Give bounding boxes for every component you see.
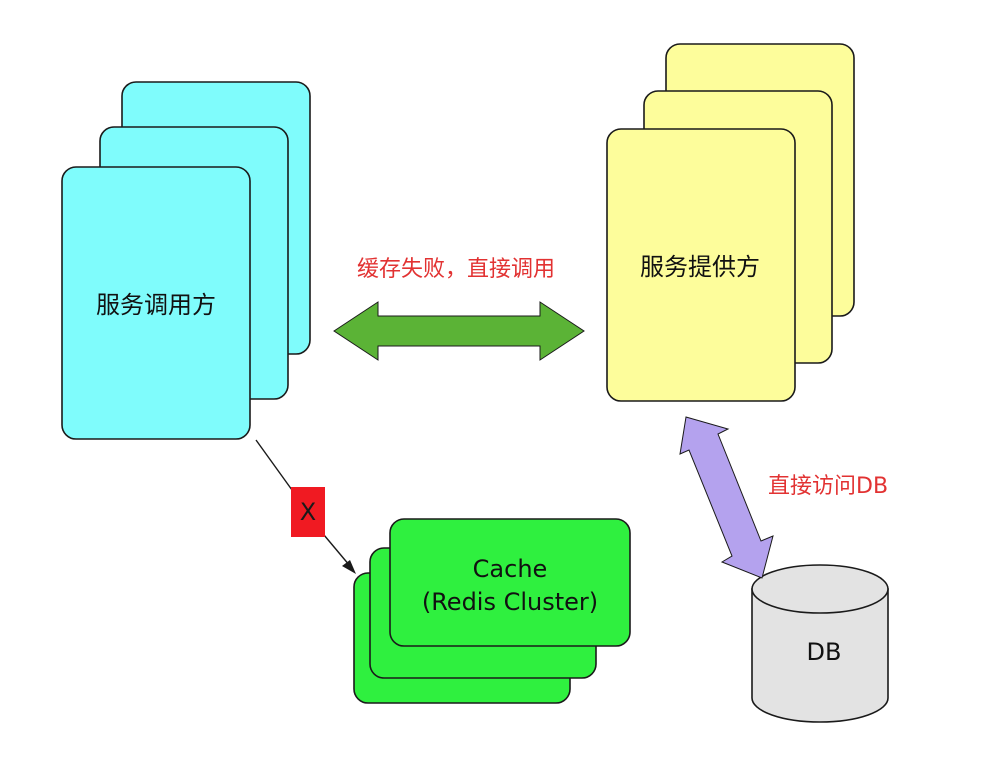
failed-marker-box	[291, 487, 325, 537]
cache-card-front	[389, 518, 631, 647]
direct-call-arrow-shape	[333, 301, 585, 361]
consumer-to-marker-line	[255, 439, 293, 491]
cache-stack[interactable]: Cache (Redis Cluster)	[353, 518, 631, 704]
provider-stack[interactable]: 服务提供方	[606, 43, 855, 402]
consumer-card-front	[61, 166, 251, 440]
direct-call-label: 缓存失败，直接调用	[357, 257, 555, 282]
db-access-arrow-shape	[679, 416, 774, 579]
consumer-stack[interactable]: 服务调用方	[61, 81, 311, 440]
db-access-arrow: 直接访问DB	[679, 416, 888, 579]
cache-arrowhead	[342, 560, 356, 574]
marker-to-cache-line	[323, 534, 351, 567]
failed-cache-connector: X	[255, 439, 356, 574]
direct-call-arrow: 缓存失败，直接调用	[333, 257, 585, 361]
cache-label-line2: (Redis Cluster)	[422, 588, 598, 616]
provider-label: 服务提供方	[640, 253, 760, 281]
consumer-label: 服务调用方	[96, 291, 216, 319]
db-top	[751, 564, 889, 614]
failed-marker-label: X	[300, 498, 316, 526]
db-access-label: 直接访问DB	[768, 474, 888, 499]
provider-card-front	[606, 128, 796, 402]
db-cylinder[interactable]: DB	[751, 564, 889, 723]
cache-label-line1: Cache	[473, 555, 548, 583]
db-label: DB	[807, 638, 842, 666]
db-body	[751, 588, 889, 723]
